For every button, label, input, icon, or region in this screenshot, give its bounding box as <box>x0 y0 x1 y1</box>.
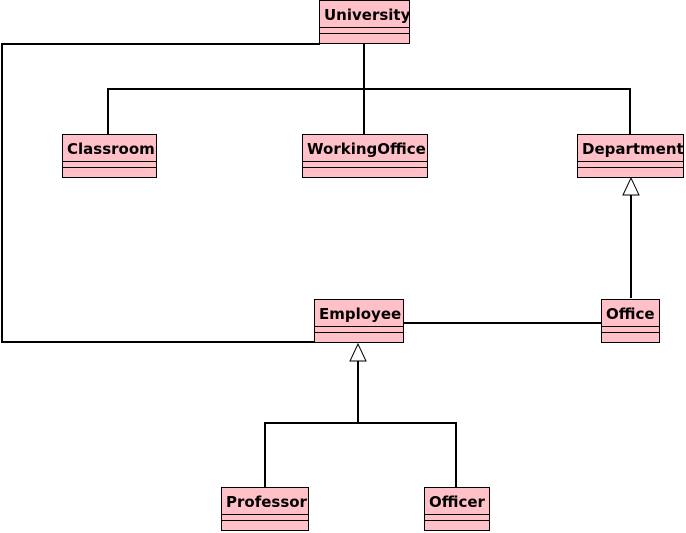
association-university-employee <box>1 43 320 343</box>
generalization-arrowhead-employee <box>349 342 367 362</box>
class-name: Classroom <box>63 135 156 162</box>
class-office[interactable]: Office <box>601 299 660 343</box>
class-name: Office <box>602 300 659 327</box>
association-university-bus <box>107 88 631 134</box>
class-operations <box>578 168 683 175</box>
class-operations <box>63 168 156 175</box>
class-professor[interactable]: Professor <box>221 487 309 531</box>
class-attributes <box>222 515 308 521</box>
class-employee[interactable]: Employee <box>314 299 404 343</box>
class-attributes <box>63 162 156 168</box>
class-attributes <box>320 28 409 34</box>
class-attributes <box>578 162 683 168</box>
class-operations <box>222 521 308 528</box>
class-attributes <box>602 327 659 333</box>
class-name: Department <box>578 135 684 162</box>
class-university[interactable]: University <box>319 0 410 44</box>
class-name: Employee <box>315 300 403 327</box>
class-name: Professor <box>222 488 308 515</box>
class-attributes <box>425 515 489 521</box>
class-operations <box>315 333 403 340</box>
class-name: WorkingOffice <box>303 135 427 162</box>
class-name: Officer <box>425 488 489 515</box>
class-operations <box>425 521 489 528</box>
class-operations <box>602 333 659 340</box>
class-attributes <box>303 162 427 168</box>
class-officer[interactable]: Officer <box>424 487 490 531</box>
generalization-subclass-bus <box>264 422 457 487</box>
class-working-office[interactable]: WorkingOffice <box>302 134 428 178</box>
class-operations <box>320 34 409 41</box>
generalization-arrowhead-department <box>622 176 640 196</box>
class-department[interactable]: Department <box>577 134 684 178</box>
class-classroom[interactable]: Classroom <box>62 134 157 178</box>
class-operations <box>303 168 427 175</box>
class-attributes <box>315 327 403 333</box>
class-name: University <box>320 1 410 28</box>
